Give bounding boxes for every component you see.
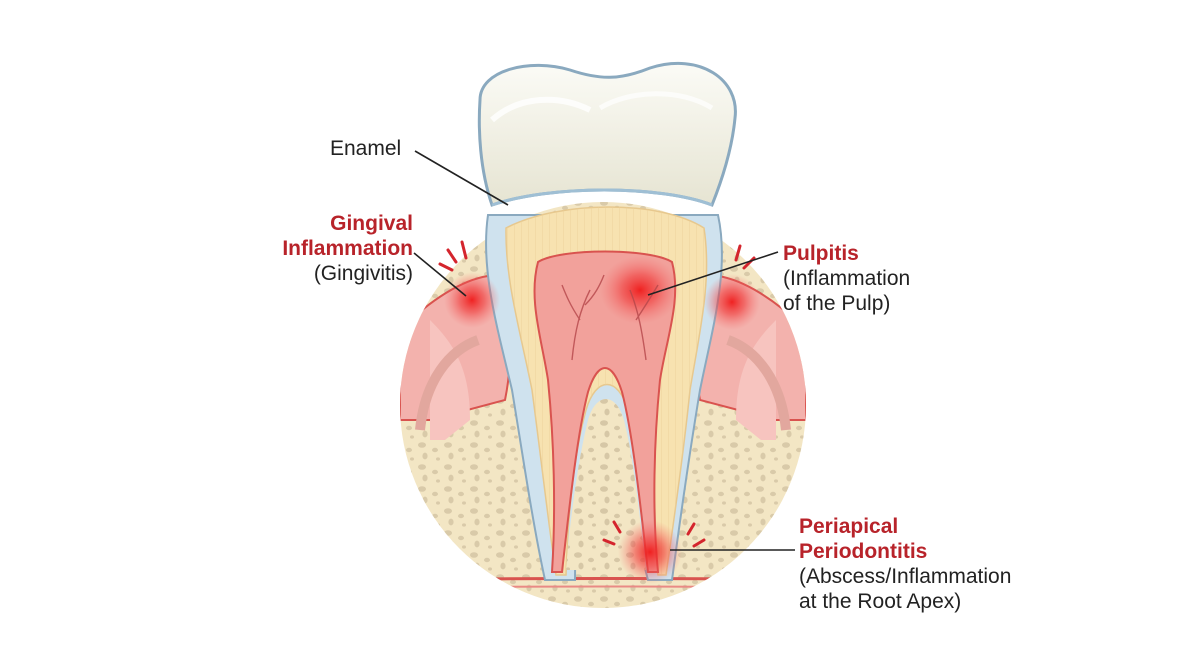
pulp bbox=[533, 250, 677, 573]
pulp-nerves bbox=[561, 274, 659, 361]
gingival-inflammation-label: Gingival Inflammation (Gingivitis) bbox=[282, 211, 413, 286]
enamel-label: Enamel bbox=[330, 136, 401, 161]
gingival-subtitle: (Gingivitis) bbox=[313, 262, 413, 285]
gingival-leader bbox=[413, 252, 467, 297]
pulpitis-leader bbox=[647, 251, 779, 296]
pulpitis-subtitle-line1: (Inflammation bbox=[783, 267, 911, 290]
periapical-periodontitis-label: Periapical Periodontitis (Abscess/Inflam… bbox=[799, 514, 1011, 614]
gingival-title-line1: Gingival bbox=[330, 212, 413, 235]
gingival-inflammation-glow bbox=[444, 272, 500, 328]
enamel-label-text: Enamel bbox=[330, 137, 402, 160]
pulpitis-title: Pulpitis bbox=[783, 242, 859, 265]
enamel-crown bbox=[477, 62, 737, 207]
periapical-subtitle-line1: (Abscess/Inflammation bbox=[799, 565, 1012, 588]
gingival-title-line2: Inflammation bbox=[282, 237, 413, 260]
pulpitis-subtitle-line2: of the Pulp) bbox=[783, 292, 891, 315]
periapical-subtitle-line2: at the Root Apex) bbox=[799, 590, 962, 613]
leader-lines bbox=[413, 150, 795, 551]
enamel-leader bbox=[414, 150, 509, 206]
periapical-title-line2: Periodontitis bbox=[799, 540, 928, 563]
periapical-inflammation-glow bbox=[618, 520, 682, 584]
gingival-inflammation-glow-right bbox=[704, 274, 760, 330]
pulpitis-label: Pulpitis (Inflammation of the Pulp) bbox=[783, 241, 910, 316]
periapical-title-line1: Periapical bbox=[799, 515, 899, 538]
